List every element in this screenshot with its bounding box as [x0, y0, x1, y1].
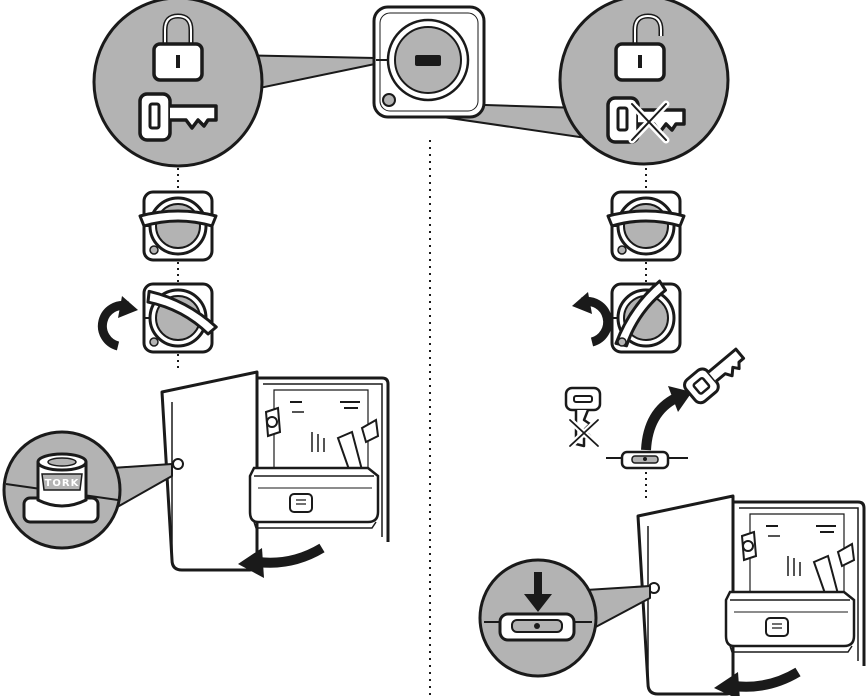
press-button-zoom-callout	[478, 558, 651, 678]
lock-button-flat	[606, 450, 688, 470]
locked-state-callout	[92, 0, 264, 168]
rotate-counterclockwise-icon	[572, 292, 613, 347]
door-opening-arrow-icon	[238, 543, 325, 578]
unlocked-state-callout	[558, 0, 730, 166]
key-icon-removed	[683, 347, 746, 405]
rotate-clockwise-icon	[97, 296, 138, 351]
dispenser-door-open-left	[160, 370, 390, 572]
lock-dial-rotated-right	[610, 279, 682, 354]
brand-label: TORK	[45, 478, 80, 489]
press-down-arrow-icon	[524, 572, 552, 612]
key-lock-closeup	[229, 5, 601, 141]
padlock-locked-icon	[152, 13, 204, 82]
key-not-needed-icon	[564, 386, 602, 449]
key-icon	[138, 92, 218, 142]
door-opening-arrow-icon-right	[714, 667, 801, 696]
lock-dial-rotated	[142, 282, 218, 354]
padlock-unlocked-icon	[614, 13, 666, 82]
lock-dial-closed	[138, 190, 218, 262]
key-lock-zoom-callout: TORK	[2, 430, 173, 550]
dispenser-door-open-right	[636, 494, 866, 696]
key-crossed-icon	[606, 96, 686, 144]
lock-dial-closed-right	[606, 190, 686, 262]
key-removal-arrow-icon	[641, 386, 692, 451]
